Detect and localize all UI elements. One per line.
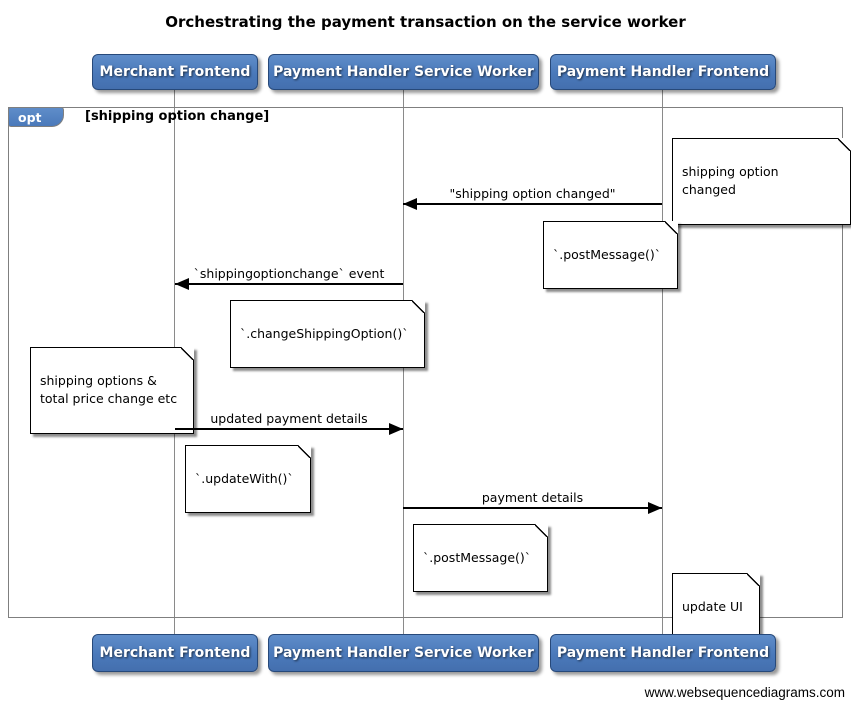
arrowhead-right-icon: [648, 502, 662, 514]
note-fold-corner: [665, 221, 679, 234]
note-text: `.changeShippingOption()`: [240, 326, 409, 342]
note-text: `.updateWith()`: [195, 471, 294, 487]
actor-bottom-merchant-frontend: Merchant Frontend: [92, 634, 258, 672]
diagram-title: Orchestrating the payment transaction on…: [165, 13, 686, 31]
note-changeshippingoption: `.changeShippingOption()`: [230, 300, 426, 369]
lifeline-payment-handler-frontend: [662, 90, 663, 635]
note-postmessage-upper: `.postMessage()`: [543, 221, 679, 290]
message-line: [175, 283, 403, 285]
note-updatewith: `.updateWith()`: [185, 445, 311, 514]
message-line: [403, 507, 662, 509]
arrowhead-right-icon: [389, 423, 403, 435]
note-fold-corner: [412, 300, 426, 313]
message-label: `shippingoptionchange` event: [193, 266, 385, 281]
note-text: shipping options & total price change et…: [40, 373, 178, 407]
message-label: updated payment details: [210, 411, 368, 426]
actor-bottom-payment-handler-frontend: Payment Handler Frontend: [550, 634, 776, 672]
note-fold-corner: [181, 347, 195, 360]
actor-bottom-payment-handler-service-worker: Payment Handler Service Worker: [268, 634, 539, 672]
note-shipping-option-changed: shipping option changed: [672, 138, 851, 225]
message-payment-details: payment details: [403, 490, 662, 514]
note-text: update UI: [682, 599, 743, 615]
note-fold-corner: [838, 138, 851, 151]
message-label: payment details: [481, 490, 584, 505]
arrowhead-left-icon: [175, 278, 189, 290]
message-updated-payment-details: updated payment details: [175, 411, 403, 435]
actor-top-merchant-frontend: Merchant Frontend: [92, 54, 258, 90]
note-fold-corner: [746, 573, 760, 586]
message-shipping-option-changed: "shipping option changed": [403, 186, 662, 210]
note-text: `.postMessage()`: [423, 550, 532, 566]
note-shipping-options-total-price: shipping options & total price change et…: [30, 347, 195, 434]
opt-fragment-guard: [shipping option change]: [85, 109, 270, 124]
opt-fragment: opt [shipping option change]: [8, 107, 843, 618]
actor-top-payment-handler-service-worker: Payment Handler Service Worker: [268, 54, 539, 90]
note-text: `.postMessage()`: [553, 247, 662, 263]
message-line: [403, 203, 662, 205]
actor-top-payment-handler-frontend: Payment Handler Frontend: [550, 54, 776, 90]
message-shippingoptionchange-event: `shippingoptionchange` event: [175, 266, 403, 290]
note-text: shipping option changed: [682, 164, 779, 198]
arrowhead-left-icon: [403, 198, 417, 210]
message-label: "shipping option changed": [449, 186, 616, 201]
note-update-ui: update UI: [672, 573, 760, 642]
note-postmessage-lower: `.postMessage()`: [413, 524, 549, 593]
watermark-websequencediagrams: www.websequencediagrams.com: [644, 685, 845, 700]
opt-fragment-operator-tab: opt: [8, 107, 64, 127]
message-line: [175, 428, 403, 430]
note-fold-corner: [535, 524, 549, 537]
note-fold-corner: [297, 445, 311, 458]
